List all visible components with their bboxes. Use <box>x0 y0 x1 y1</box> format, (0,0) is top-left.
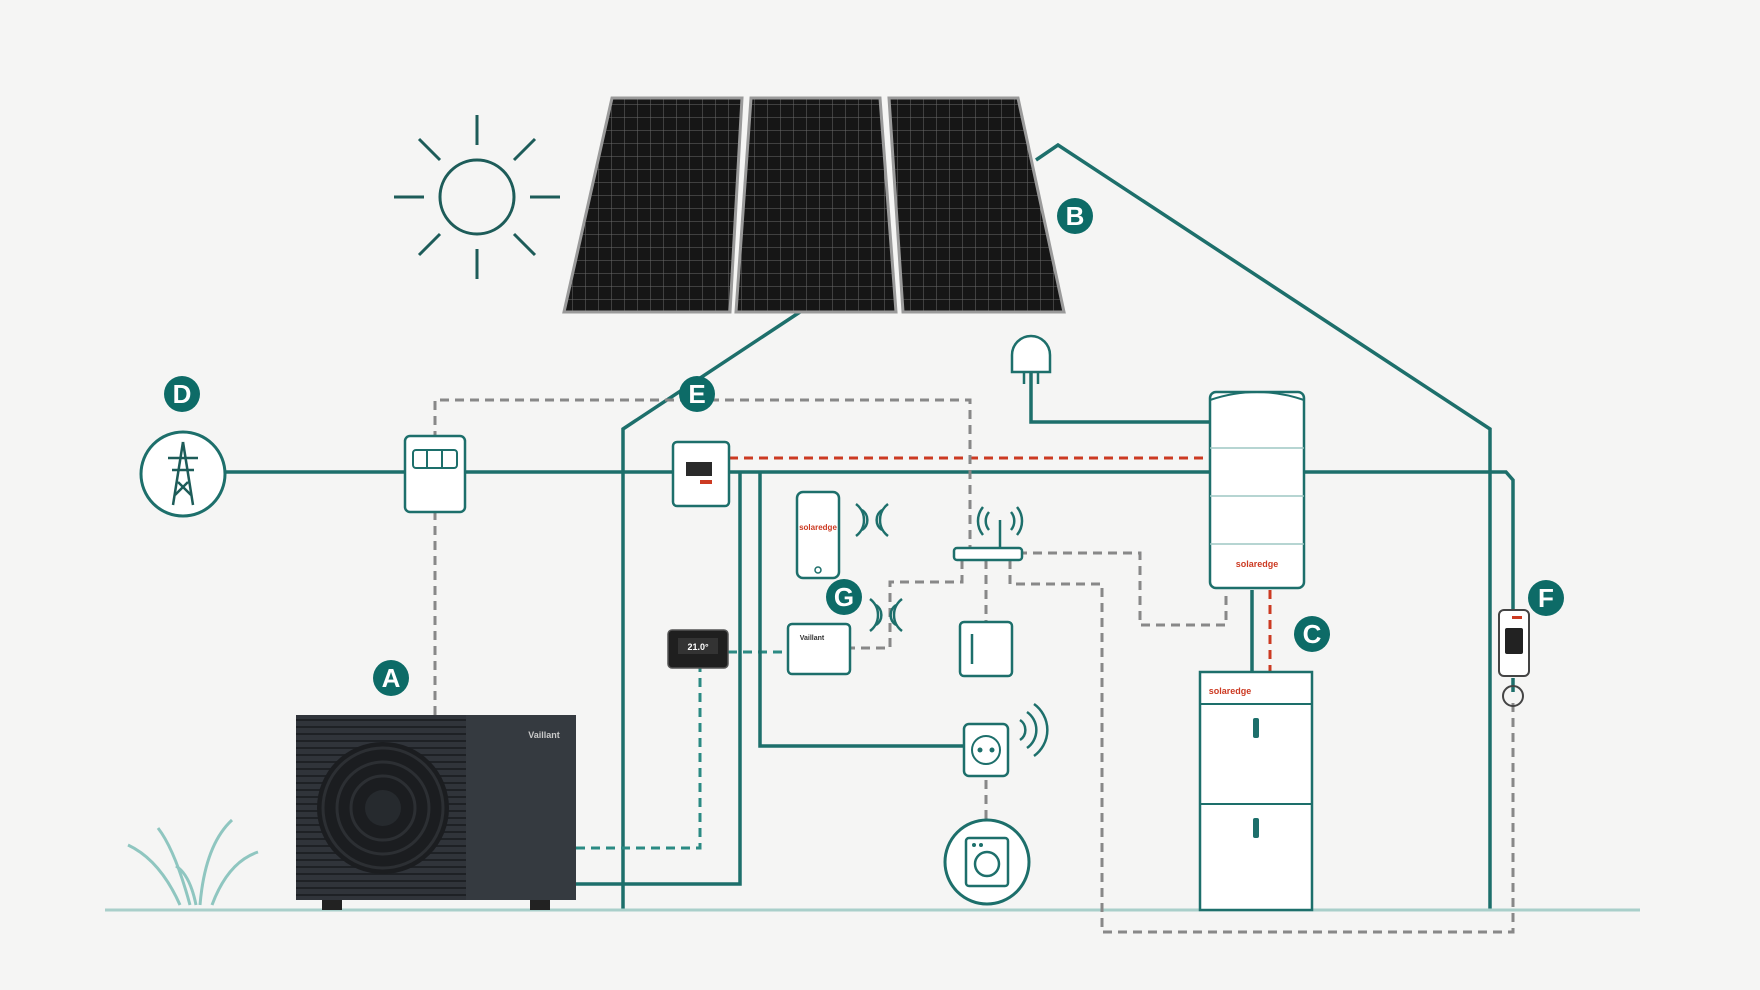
badge-c: C <box>1294 616 1330 652</box>
badge-d-label: D <box>173 379 192 409</box>
smart-socket-icon <box>962 722 1010 778</box>
smartphone-icon: solaredge <box>795 490 841 580</box>
thermostat-display: 21.0° <box>687 642 709 652</box>
badge-e-label: E <box>688 379 705 409</box>
heatpump-power-line <box>576 472 742 886</box>
plug-line <box>1029 372 1210 424</box>
socket-power-line <box>758 472 966 748</box>
badge-b: B <box>1057 198 1093 234</box>
router-icon <box>952 506 1024 562</box>
badge-c-label: C <box>1303 619 1322 649</box>
badge-a: A <box>373 660 409 696</box>
house-outline <box>621 142 1492 910</box>
inverter: solaredge <box>1208 390 1306 590</box>
badge-b-label: B <box>1066 201 1085 231</box>
grass-icon <box>127 818 259 906</box>
meter-icon <box>403 434 467 514</box>
sun-icon <box>394 115 560 279</box>
battery: solaredge <box>1198 670 1314 912</box>
badge-f-label: F <box>1538 583 1554 613</box>
wifi-icon <box>869 598 903 632</box>
heat-pump-brand: Vaillant <box>528 730 560 740</box>
badge-f: F <box>1528 580 1564 616</box>
data-line-router-inverter <box>1018 551 1228 627</box>
washing-machine-icon <box>943 818 1031 906</box>
badge-g: G <box>826 579 862 615</box>
inverter-brand: solaredge <box>1236 559 1279 569</box>
gateway-icon: Vaillant <box>786 622 852 676</box>
badge-e: E <box>679 376 715 412</box>
inverter-to-charger-line <box>1304 470 1515 610</box>
badge-d: D <box>164 376 200 412</box>
wifi-icon <box>1019 702 1049 758</box>
data-line-router-charger <box>1008 560 1515 934</box>
smart-switch <box>958 620 1014 678</box>
heatpump-thermostat-line <box>576 668 702 850</box>
battery-brand: solaredge <box>1209 686 1252 696</box>
power-pylon-icon <box>139 430 227 518</box>
gateway-brand: Vaillant <box>800 635 825 642</box>
ev-charger-icon <box>1498 609 1530 707</box>
energy-meter-icon <box>671 440 731 508</box>
heat-pump: Vaillant <box>296 715 576 910</box>
thermostat-icon: 21.0° <box>667 629 729 669</box>
wifi-icon <box>855 503 889 537</box>
data-line-router-gateway <box>850 560 964 650</box>
badge-a-label: A <box>382 663 401 693</box>
solar-panel-icon <box>562 96 1066 314</box>
badge-g-label: G <box>834 582 854 612</box>
phone-brand: solaredge <box>799 523 837 532</box>
plug-icon <box>1010 334 1052 384</box>
